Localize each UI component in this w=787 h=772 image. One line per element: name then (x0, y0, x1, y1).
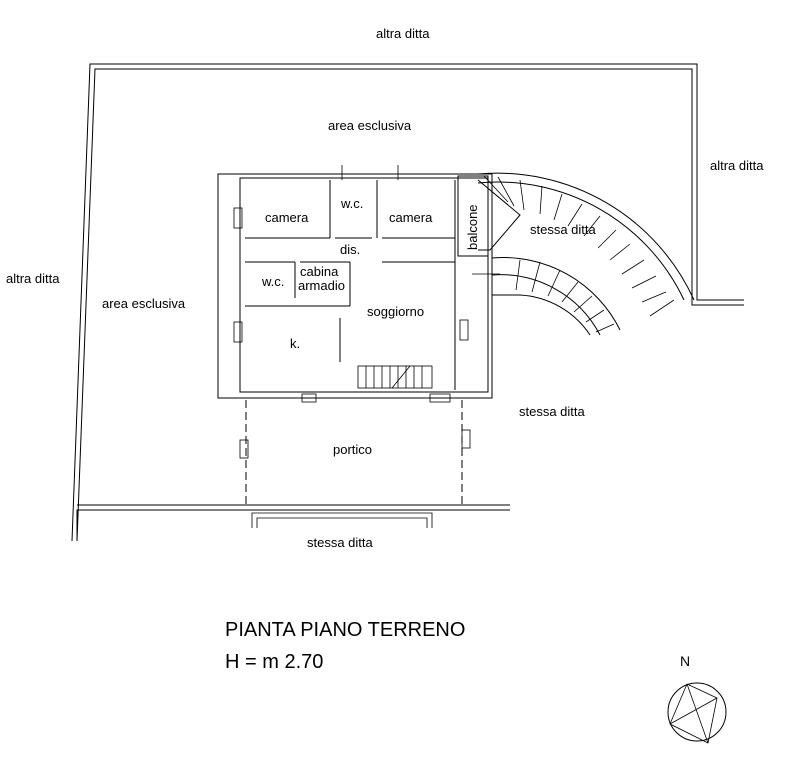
label-altra-ditta-top: altra ditta (376, 26, 430, 41)
label-camera-1: camera (265, 210, 309, 225)
curved-stair (472, 172, 695, 336)
plan-title: PIANTA PIANO TERRENO (225, 619, 465, 641)
label-dis: dis. (340, 242, 360, 257)
north-arrow-icon (667, 682, 727, 744)
label-camera-2: camera (389, 210, 433, 225)
label-area-esclusiva-top: area esclusiva (328, 118, 412, 133)
house-walls (217, 165, 493, 403)
label-altra-ditta-left: altra ditta (6, 271, 60, 286)
label-kitchen: k. (290, 336, 300, 351)
label-balcone: balcone (465, 204, 480, 250)
label-portico: portico (333, 442, 372, 457)
label-cabina: cabina (300, 264, 339, 279)
label-altra-ditta-right: altra ditta (710, 158, 764, 173)
label-wc-1: w.c. (340, 196, 363, 211)
label-area-esclusiva-left: area esclusiva (102, 296, 186, 311)
label-stessa-ditta-bottom: stessa ditta (307, 535, 374, 550)
north-label: N (680, 653, 690, 669)
plan-height: H = m 2.70 (225, 651, 323, 673)
label-wc-2: w.c. (261, 274, 284, 289)
portico (239, 400, 471, 505)
label-stessa-ditta-right: stessa ditta (519, 404, 586, 419)
label-soggiorno: soggiorno (367, 304, 424, 319)
property-boundary (71, 63, 744, 542)
label-armadio: armadio (298, 278, 345, 293)
label-stessa-ditta-stair: stessa ditta (530, 222, 597, 237)
